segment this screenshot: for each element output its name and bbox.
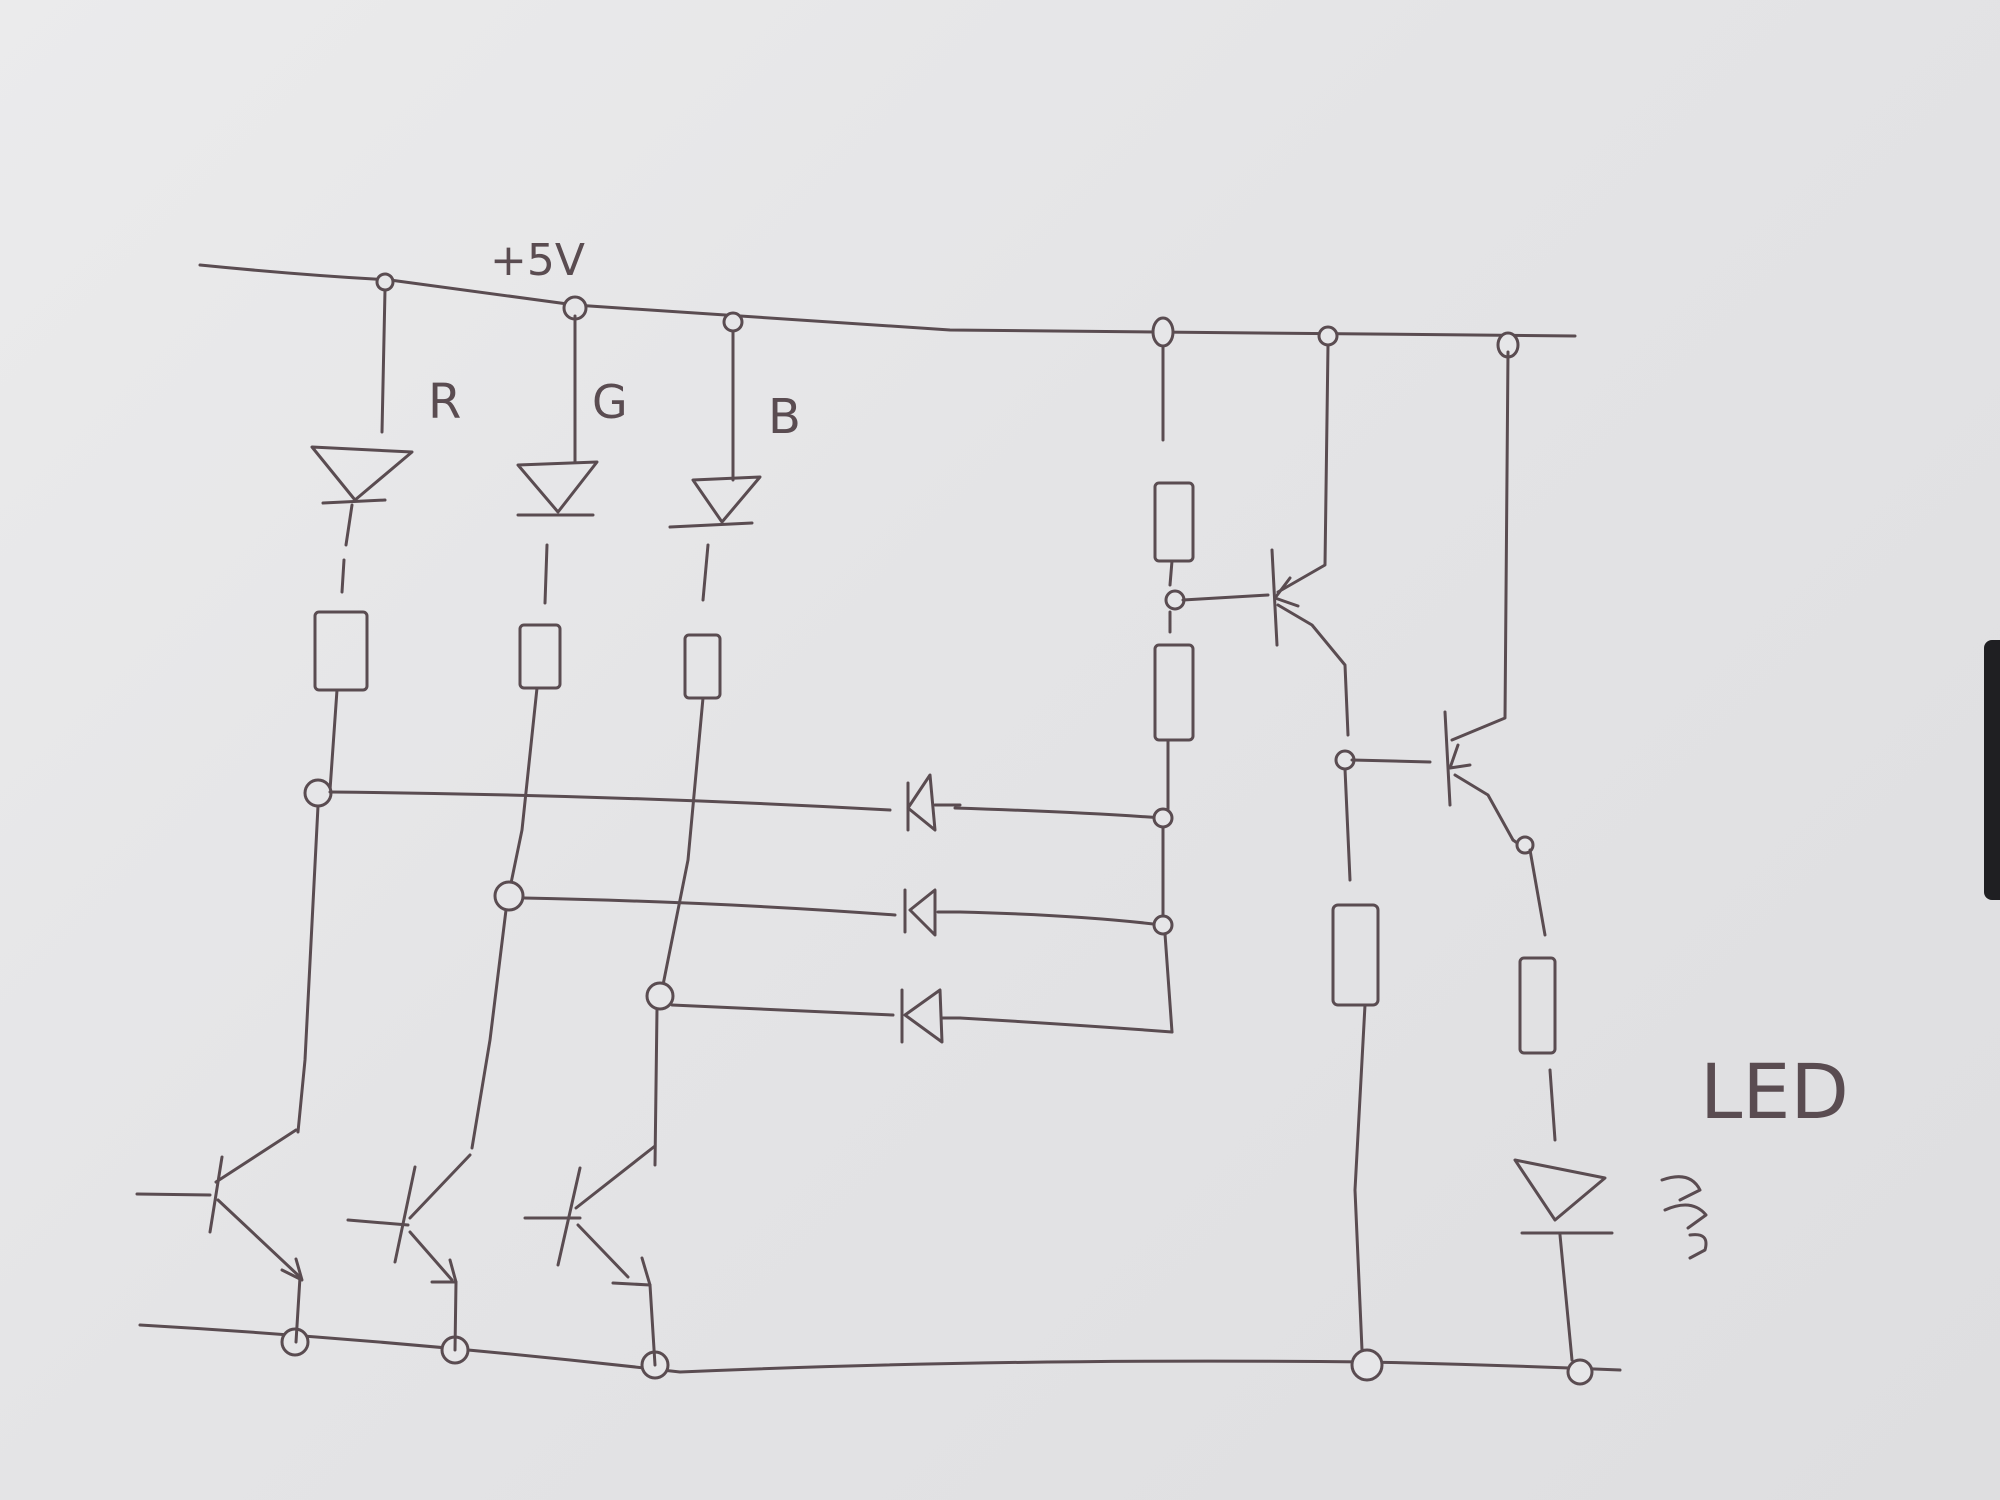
- ground-rail: [138, 1323, 1622, 1374]
- red-label: R: [428, 374, 461, 430]
- red-resistor: [313, 610, 369, 692]
- collector-node: [1152, 344, 1195, 1034]
- red-transistor: [135, 1128, 304, 1344]
- emitter-resistor: [1331, 903, 1380, 1007]
- red-channel: [135, 288, 414, 1344]
- diode-blue: [900, 988, 962, 1044]
- green-led-symbol: [516, 460, 599, 517]
- supply-label: +5V: [490, 235, 585, 286]
- green-transistor: [346, 1153, 472, 1352]
- green-label: G: [592, 375, 628, 429]
- green-resistor: [518, 623, 562, 690]
- blue-label: B: [768, 389, 801, 445]
- base-resistor-bottom: [1153, 643, 1195, 742]
- ground-junctions: [280, 1327, 1594, 1386]
- diode-red: [906, 773, 962, 832]
- red-led-symbol: [310, 445, 414, 505]
- emitter-path: [1331, 767, 1380, 1352]
- pen-object: [1984, 640, 2000, 900]
- blue-transistor: [523, 1144, 657, 1367]
- diode-green: [903, 888, 962, 937]
- supply-rail: [198, 263, 1577, 338]
- supply-junctions: [375, 272, 1520, 359]
- blue-led-symbol: [668, 475, 762, 529]
- green-channel: [346, 314, 599, 1352]
- blue-resistor: [683, 633, 722, 700]
- output-led-symbol: [1513, 1158, 1708, 1260]
- driver-transistor-2: [1334, 350, 1515, 842]
- led-branch: [1511, 835, 1708, 1362]
- blue-channel: [523, 330, 762, 1367]
- driver-transistor-1: [1181, 343, 1350, 737]
- led-label: LED: [1700, 1047, 1849, 1136]
- led-resistor: [1518, 956, 1557, 1055]
- diode-matrix: [328, 773, 1174, 1044]
- base-resistor-top: [1153, 481, 1195, 563]
